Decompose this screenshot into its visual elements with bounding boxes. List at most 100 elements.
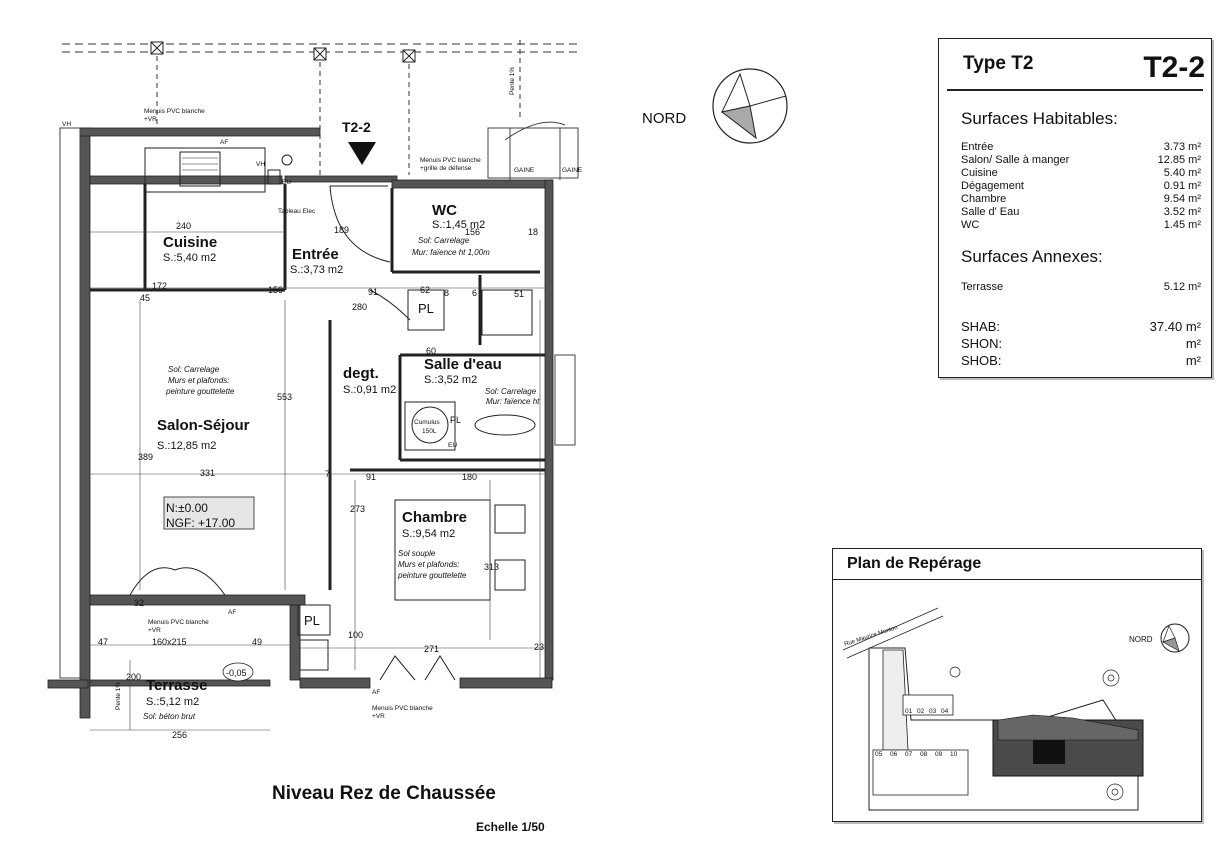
apartment-code: T2-2 bbox=[1143, 51, 1205, 84]
fixture-pl: PL bbox=[450, 415, 461, 425]
room-surface-cuisine: S.:5,40 m2 bbox=[163, 252, 216, 264]
lot-number: 03 bbox=[929, 708, 937, 715]
level-n: N:±0.00 bbox=[166, 501, 208, 515]
dim: 280 bbox=[352, 302, 367, 312]
room-surface-chambre: S.:9,54 m2 bbox=[402, 528, 455, 540]
note-menuis-bl-1: Menuis PVC blanche bbox=[148, 619, 209, 626]
note-menuis-top2-2: +grille de défense bbox=[420, 165, 472, 172]
lot-number: 02 bbox=[917, 708, 925, 715]
total-row: SHON: m² bbox=[961, 336, 1201, 351]
lot-number: 10 bbox=[950, 751, 958, 758]
room-surface-entree: S.:3,73 m2 bbox=[290, 264, 343, 276]
note-wc-1: Sol: Carrelage bbox=[418, 236, 470, 245]
north-label: NORD bbox=[642, 110, 687, 127]
fixture-eu: EU bbox=[282, 179, 291, 186]
dim: 389 bbox=[138, 452, 153, 462]
apartment-marker: T2-2 bbox=[342, 119, 371, 135]
dim: 7 bbox=[325, 469, 330, 479]
divider bbox=[947, 89, 1203, 91]
lot-number: 01 bbox=[905, 708, 913, 715]
note-salon-1: Sol: Carrelage bbox=[168, 365, 220, 374]
note-menuis-top2-1: Menuis PVC blanche bbox=[420, 157, 481, 164]
fixture-pl: PL bbox=[304, 613, 320, 628]
surfaces-panel: Type T2 T2-2 Surfaces Habitables: Entrée… bbox=[938, 38, 1212, 378]
room-surface-degt: S.:0,91 m2 bbox=[343, 384, 396, 396]
lot-number: 06 bbox=[890, 751, 898, 758]
street-label: Rue Maurice Monton bbox=[844, 625, 899, 648]
locator-north-label: NORD bbox=[1129, 635, 1153, 644]
dim: 91 bbox=[366, 472, 376, 482]
level-ngf: NGF: +17.00 bbox=[166, 516, 235, 530]
dim: 6 bbox=[472, 288, 477, 298]
dim: 331 bbox=[200, 468, 215, 478]
tree-icon bbox=[949, 666, 1124, 801]
dim: 240 bbox=[176, 221, 191, 231]
note-terrasse: Sol: béton brut bbox=[143, 712, 196, 721]
note-menuis-br-1: Menuis PVC blanche bbox=[372, 705, 433, 712]
note-menuis-br-2: +VR bbox=[372, 713, 385, 720]
room-name-degt: degt. bbox=[343, 365, 379, 382]
dim: 271 bbox=[424, 644, 439, 654]
room-name-entree: Entrée bbox=[292, 246, 339, 263]
dim: 553 bbox=[277, 392, 292, 402]
note-sde-2: Mur: faïence ht bbox=[486, 397, 540, 406]
dim: 23 bbox=[534, 642, 544, 652]
room-surface-salle-eau: S.:3,52 m2 bbox=[424, 374, 477, 386]
dim: 8 bbox=[444, 288, 449, 298]
lot-number: 09 bbox=[935, 751, 943, 758]
dim: 47 bbox=[98, 637, 108, 647]
dim: 313 bbox=[484, 562, 499, 572]
total-row: SHAB:37.40 m² bbox=[961, 319, 1201, 334]
note-pente-1: Pente 1% bbox=[509, 67, 516, 95]
dim: 32 bbox=[134, 598, 144, 608]
dim: 200 bbox=[126, 672, 141, 682]
fixture-vh: VH bbox=[62, 121, 71, 128]
fixture-pl: PL bbox=[418, 301, 434, 316]
note-sde-1: Sol: Carrelage bbox=[485, 387, 537, 396]
fixture-af: AF bbox=[220, 139, 228, 146]
room-name-cuisine: Cuisine bbox=[163, 234, 217, 251]
locator-map: Rue Maurice Monton 01 02 03 04 05 06 07 … bbox=[842, 607, 1190, 811]
note-chambre-2: Murs et plafonds: bbox=[398, 560, 459, 569]
note-menuis-top-2: +VR bbox=[144, 116, 157, 123]
dim: 256 bbox=[172, 730, 187, 740]
room-surface-salon: S.:12,85 m2 bbox=[157, 440, 216, 452]
apartment-type: Type T2 bbox=[963, 53, 1034, 74]
room-name-chambre: Chambre bbox=[402, 509, 467, 526]
dim: 172 bbox=[152, 281, 167, 291]
dim: 189 bbox=[334, 225, 349, 235]
room-name-terrasse: Terrasse bbox=[146, 677, 207, 694]
dim: 62 bbox=[420, 285, 430, 295]
note-cumulus-1: Cumulus bbox=[414, 419, 440, 426]
lot-number: 04 bbox=[941, 708, 949, 715]
plan-scale: Echelle 1/50 bbox=[476, 820, 545, 834]
note-menuis-bl-2: +VR bbox=[148, 627, 161, 634]
note-wc-2: Mur: faïence ht 1,00m bbox=[412, 248, 490, 257]
marker-arrow-icon bbox=[348, 142, 376, 165]
note-gaine-1: GAINE bbox=[514, 167, 535, 174]
dim: 49 bbox=[252, 637, 262, 647]
note-salon-3: peinture gouttelette bbox=[165, 387, 235, 396]
note-chambre-3: peinture gouttelette bbox=[397, 571, 467, 580]
annex-title: Surfaces Annexes: bbox=[961, 247, 1103, 266]
note-salon-2: Murs et plafonds: bbox=[168, 376, 229, 385]
note-chambre-1: Sol souple bbox=[398, 549, 436, 558]
dim: 18 bbox=[528, 227, 538, 237]
dim: 180 bbox=[462, 472, 477, 482]
plan-title: Niveau Rez de Chaussée bbox=[272, 783, 496, 804]
dim: 100 bbox=[348, 630, 363, 640]
room-surface-wc: S.:1,45 m2 bbox=[432, 219, 485, 231]
fixture-af: AF bbox=[372, 689, 380, 696]
north-compass-icon bbox=[712, 68, 788, 144]
dim: 273 bbox=[350, 504, 365, 514]
lot-number: 08 bbox=[920, 751, 928, 758]
habitable-title: Surfaces Habitables: bbox=[961, 109, 1118, 128]
